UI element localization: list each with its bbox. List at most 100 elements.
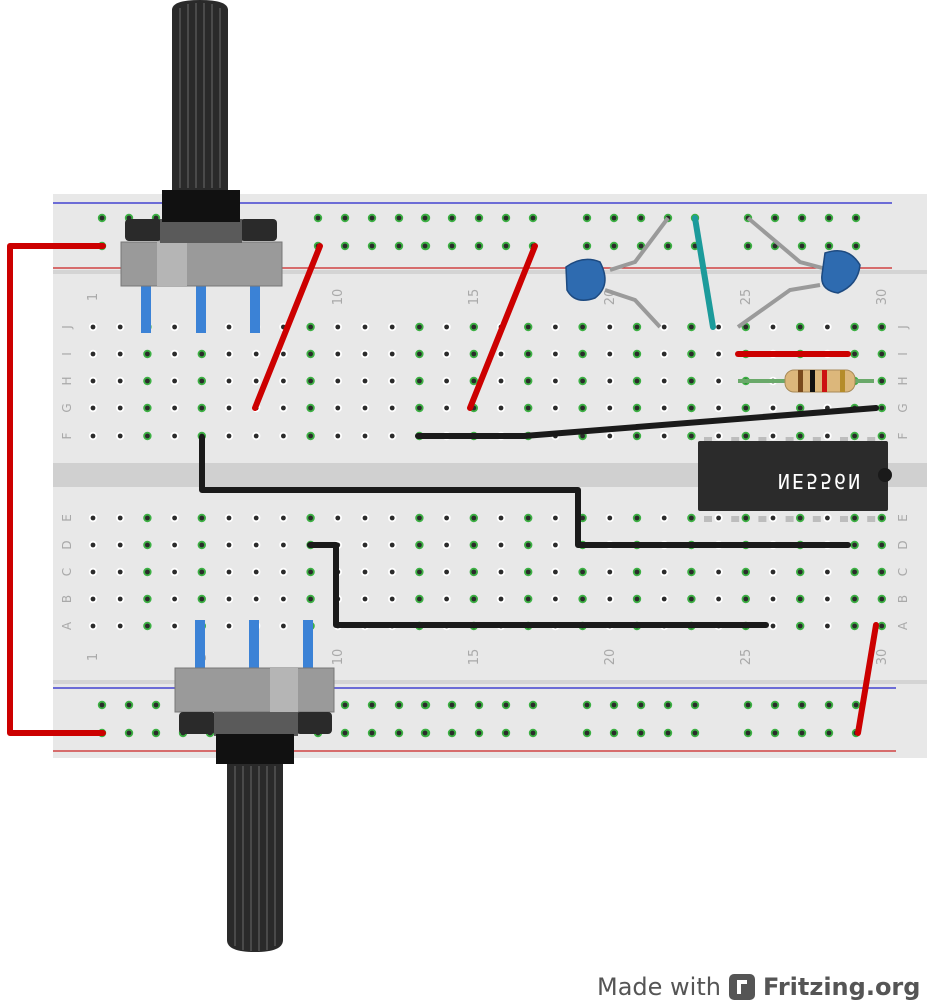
hole-center [444, 569, 449, 575]
hole-center [584, 215, 590, 221]
hole-center [825, 433, 830, 439]
hole-center [530, 702, 536, 708]
resistor[interactable] [738, 369, 874, 393]
hole-center [335, 515, 341, 521]
hole-center [852, 351, 857, 357]
ceramic-capacitor-right[interactable] [736, 216, 861, 329]
hole-center [90, 351, 96, 357]
hole-center [498, 405, 504, 411]
hole-center [879, 623, 885, 629]
hole-center [126, 730, 132, 736]
hole-center [879, 596, 885, 602]
row-letter: H [60, 376, 74, 385]
hole-center [172, 378, 178, 384]
wires[interactable] [7, 215, 879, 736]
hole-center [716, 351, 721, 357]
hole-center [580, 378, 585, 384]
hole-center [503, 215, 509, 221]
hole-center [689, 569, 694, 575]
hole-center [389, 433, 395, 439]
row-letter: I [60, 352, 74, 356]
hole-center [772, 215, 778, 221]
hole-center [665, 243, 671, 249]
hole-center [422, 730, 428, 736]
hole-center [335, 405, 341, 411]
hole-center [422, 215, 428, 221]
hole-center [743, 433, 749, 439]
hole-center [716, 405, 721, 411]
hole-center [369, 243, 375, 249]
hole-center [745, 730, 751, 736]
hole-center [342, 702, 348, 708]
hole-center [580, 515, 585, 521]
hole-center [396, 702, 402, 708]
hole-center [369, 702, 375, 708]
hole-center [471, 515, 477, 521]
hole-center [308, 515, 313, 521]
hole-center [689, 324, 694, 330]
hole-center [797, 433, 803, 439]
hole-center [145, 542, 150, 548]
column-number: 25 [739, 289, 754, 306]
potentiometer-bottom[interactable] [174, 620, 335, 952]
hole-center [117, 542, 123, 548]
row-letter: C [60, 568, 74, 576]
hole-center [90, 405, 96, 411]
hole-center [199, 351, 205, 357]
hole-center [503, 702, 509, 708]
hole-center [396, 730, 402, 736]
hole-center [607, 351, 613, 357]
hole-center [799, 215, 805, 221]
hole-center [852, 324, 857, 330]
hole-center [281, 378, 286, 384]
hole-center [342, 215, 348, 221]
row-letter: H [896, 376, 910, 385]
hole-center [853, 702, 859, 708]
hole-center [90, 623, 96, 629]
hole-center [770, 623, 776, 629]
hole-center [99, 215, 105, 221]
hole-center [553, 351, 558, 357]
hole-center [145, 433, 150, 439]
hole-center [611, 730, 617, 736]
hole-center [117, 596, 123, 602]
hole-center [396, 243, 402, 249]
hole-center [634, 515, 640, 521]
hole-center [476, 215, 482, 221]
hole-center [525, 324, 531, 330]
hole-center [503, 730, 509, 736]
hole-center [444, 405, 449, 411]
hole-center [308, 351, 313, 357]
ne556n-ic[interactable]: NE556N [698, 441, 892, 511]
hole-center [172, 324, 178, 330]
column-number: 25 [739, 649, 754, 666]
hole-center [389, 515, 395, 521]
hole-center [471, 351, 477, 357]
column-number: 1 [86, 653, 101, 661]
hole-center [117, 515, 123, 521]
hole-center [553, 515, 558, 521]
ic-pin [731, 437, 740, 443]
ic-pin [731, 516, 740, 522]
ceramic-capacitor-left[interactable] [565, 216, 670, 329]
hole-center [607, 596, 613, 602]
hole-center [692, 243, 698, 249]
hole-center [580, 569, 585, 575]
hole-center [607, 569, 613, 575]
column-number: 10 [331, 289, 346, 306]
hole-center [634, 378, 640, 384]
hole-center [879, 433, 885, 439]
hole-center [525, 378, 531, 384]
hole-center [471, 596, 477, 602]
hole-center [638, 243, 644, 249]
hole-center [692, 730, 698, 736]
hole-center [199, 596, 205, 602]
row-letter: I [896, 352, 910, 356]
ic-pin [812, 437, 821, 443]
hole-center [422, 702, 428, 708]
hole-center [281, 623, 286, 629]
potentiometer-top[interactable] [120, 0, 283, 333]
hole-center [153, 730, 159, 736]
hole-center [498, 515, 504, 521]
hole-center [825, 324, 830, 330]
